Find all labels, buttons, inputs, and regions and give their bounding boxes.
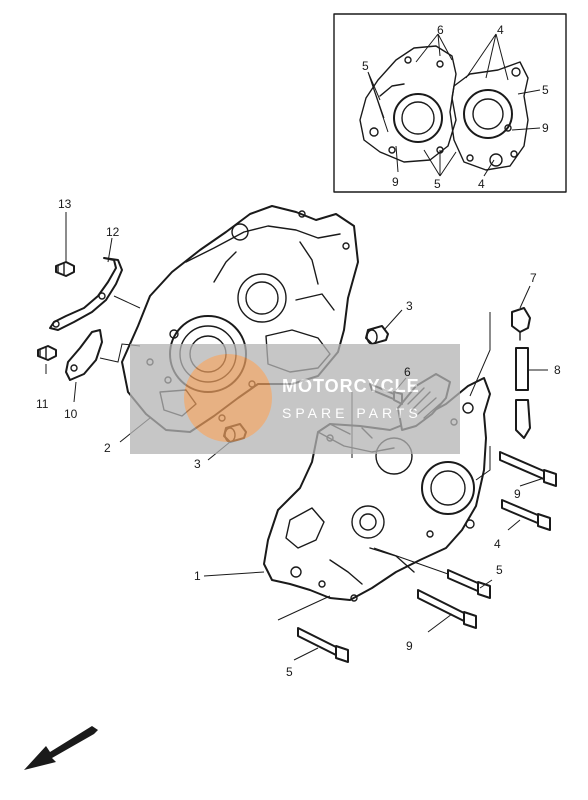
callout-4: 4 — [494, 537, 501, 551]
inset-callout-6: 6 — [437, 23, 444, 37]
watermark: MOTORCYCLE SPARE PARTS — [130, 344, 460, 454]
stopper-lever-12 — [49, 257, 123, 331]
callout-11: 11 — [36, 397, 49, 411]
bolt-5-right — [447, 569, 491, 599]
stopper-10 — [65, 329, 103, 381]
inset-callout-5-bottom: 5 — [434, 177, 441, 191]
bolt-11 — [37, 345, 57, 361]
inset-callout-4: 4 — [497, 23, 504, 37]
bolt-9-lower — [417, 589, 477, 629]
callout-9-upper: 9 — [514, 487, 521, 501]
hose-8 — [515, 347, 531, 439]
callout-5-right: 5 — [496, 563, 503, 577]
inset-callout-9-bottom: 9 — [392, 175, 399, 189]
callout-13: 13 — [58, 197, 72, 211]
watermark-line2: SPARE PARTS — [282, 405, 422, 421]
callout-1: 1 — [194, 569, 201, 583]
callout-3-upper: 3 — [406, 299, 413, 313]
inset-callout-4-bottom: 4 — [478, 177, 485, 191]
inset-crankcase-view: 6 4 5 5 9 9 5 4 — [333, 13, 567, 193]
callout-5-lower: 5 — [286, 665, 293, 679]
inset-callout-9-right: 9 — [542, 121, 549, 135]
callout-6: 6 — [404, 365, 411, 379]
watermark-line1: MOTORCYCLE — [282, 376, 420, 396]
callout-3-lower: 3 — [194, 457, 201, 471]
watermark-background — [130, 344, 460, 454]
fitting-7 — [511, 307, 531, 341]
bolt-4 — [501, 499, 551, 531]
bolt-9-upper — [499, 451, 557, 487]
front-direction-arrow-icon — [24, 726, 98, 770]
inset-callout-5-right: 5 — [542, 83, 549, 97]
inset-frame — [333, 13, 567, 193]
inset-callout-5-left: 5 — [362, 59, 369, 73]
bolt-13 — [55, 261, 75, 277]
callout-8: 8 — [554, 363, 561, 377]
callout-9-lower: 9 — [406, 639, 413, 653]
callout-2: 2 — [104, 441, 111, 455]
bolt-5-lower — [297, 627, 349, 663]
callout-7: 7 — [530, 271, 537, 285]
callout-12: 12 — [106, 225, 120, 239]
watermark-logo — [184, 354, 272, 442]
callout-10: 10 — [64, 407, 78, 421]
